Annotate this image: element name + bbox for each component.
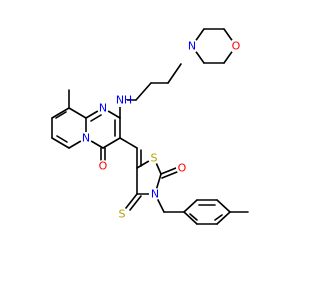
structure-svg: O N N H N N O O (51, 28, 249, 225)
atom-h-amine-label: H (124, 94, 132, 107)
bond (125, 193, 138, 209)
atom-n-thiazolidine-label: N (151, 188, 159, 201)
bond (216, 211, 231, 225)
bond (129, 195, 142, 211)
atom-labels: O N N H N N O O (80, 39, 243, 221)
atom-o-thiazolidinone-label: O (178, 162, 187, 175)
molecule-diagram: O N N H N N O O (51, 28, 249, 225)
bond (68, 107, 87, 119)
bond (214, 214, 223, 221)
atom-s-thione: S (116, 208, 128, 221)
atom-n-bridgehead-label: N (82, 132, 90, 145)
bond (135, 82, 152, 101)
atom-n-morpholine: N (185, 39, 199, 53)
bond (161, 171, 178, 179)
bond (216, 199, 231, 213)
bond (119, 137, 138, 149)
bond (51, 137, 70, 149)
atom-s-ring: S (148, 152, 160, 165)
bond (189, 213, 198, 221)
atom-s-thione-label: S (119, 208, 126, 221)
bond (51, 107, 70, 119)
atom-o-morpholine: O (229, 39, 243, 53)
atom-s-ring-label: S (151, 152, 158, 165)
atom-n-thiazolidine: N (149, 188, 161, 201)
bond (160, 167, 177, 175)
atom-n-morpholine-label: N (188, 40, 196, 53)
bond (102, 137, 121, 149)
bond (90, 114, 102, 122)
atom-n-pyrimidine: N (97, 102, 109, 115)
bond (55, 111, 67, 119)
atom-o-pyridone: O (97, 160, 109, 173)
atom-o-morpholine-label: O (232, 40, 241, 53)
bond (183, 211, 198, 225)
atom-n-amine: N H (113, 93, 132, 107)
atom-n-bridgehead: N (80, 132, 92, 145)
bond (56, 135, 68, 143)
bond (167, 63, 182, 84)
atom-n-amine-label: N (116, 94, 124, 107)
atom-o-thiazolidinone: O (176, 162, 188, 175)
atom-o-pyridone-label: O (99, 160, 108, 173)
bond (183, 199, 198, 213)
atom-n-pyrimidine-label: N (99, 102, 107, 115)
